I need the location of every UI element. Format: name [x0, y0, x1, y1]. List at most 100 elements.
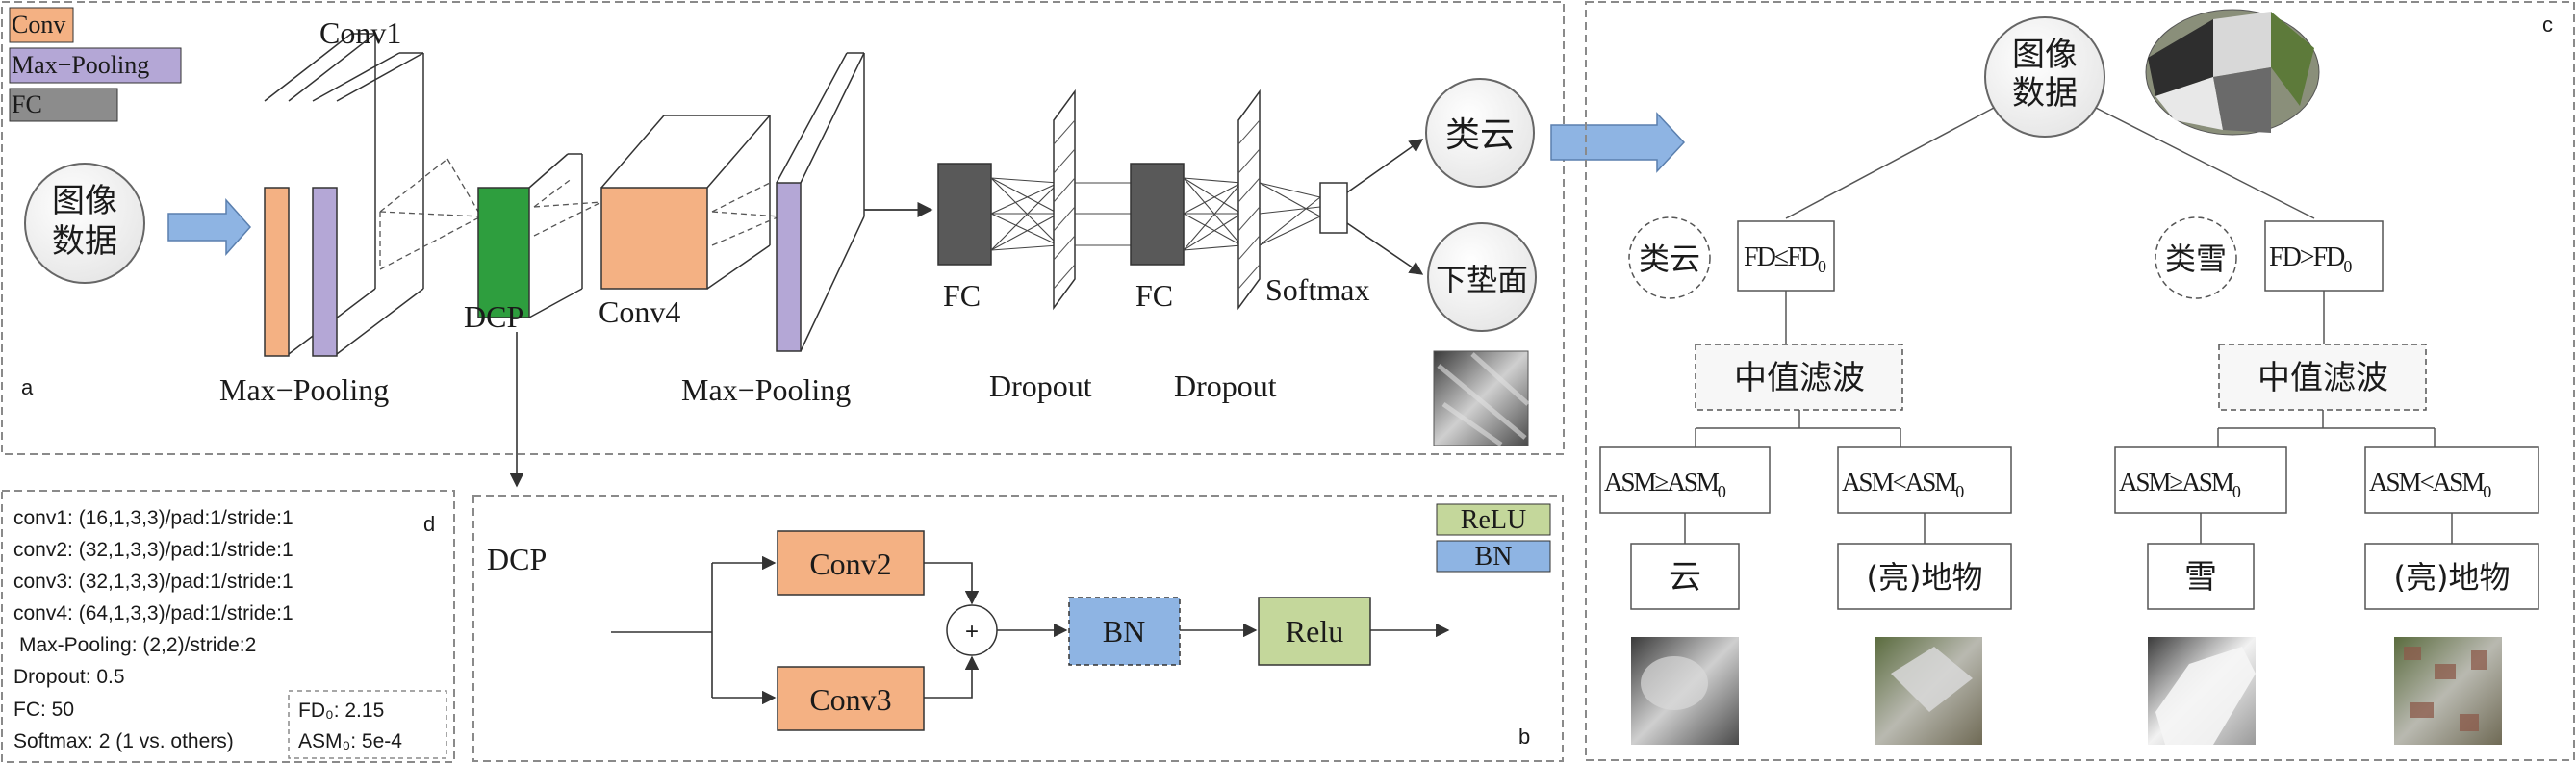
- mosaic-tile-1: [2148, 19, 2213, 96]
- legend-bn-swatch: [1436, 540, 1551, 573]
- conv3-to-sum-line: [924, 655, 980, 699]
- asm-lt-box-right: [2364, 446, 2539, 514]
- conv2-label: Conv2: [809, 547, 891, 581]
- asm0-value: ASM₀: 5e-4: [298, 730, 402, 752]
- asm-ge-left-main: ASM≥ASM: [1604, 468, 1720, 497]
- fc1-layer: [937, 163, 992, 266]
- conv4-pool-projection: [711, 182, 780, 246]
- maxpool1-label: Max−Pooling: [219, 372, 389, 407]
- asm-lt-right-main: ASM<ASM: [2369, 468, 2485, 497]
- panel-c-label: c: [2542, 13, 2553, 37]
- fc2-label: FC: [1135, 278, 1173, 313]
- right-class-node: [2155, 216, 2237, 299]
- output-cloud-node: [1425, 78, 1535, 188]
- left-fd-sub: 0: [1818, 257, 1826, 276]
- leaf-bright-ground-left: [1837, 543, 2012, 610]
- sum-symbol: +: [965, 619, 979, 645]
- panel-c-border: [1585, 1, 2575, 761]
- dropout1-hatch: [1053, 119, 1076, 290]
- right-fd-condition: [2264, 220, 2384, 292]
- leaf-cloud: [1630, 543, 1740, 610]
- asm-lt-right-text: ASM<ASM0: [2369, 468, 2491, 501]
- left-median-filter: [1695, 344, 1903, 411]
- panel-a: a Conv Max−Pooling FC 图像 数据 Conv1 Max−Po…: [1, 1, 1686, 488]
- fc1-label: FC: [943, 278, 981, 313]
- output-cloud-label: 类云: [1445, 115, 1515, 155]
- relu-label: Relu: [1286, 614, 1343, 649]
- cloud-sample-puff: [1641, 656, 1708, 710]
- asm-ge-box-right: [2114, 446, 2287, 514]
- ground-right-buildings: [2404, 647, 2487, 731]
- root-to-right-edge: [2095, 107, 2315, 219]
- dropout2-label: Dropout: [1174, 369, 1277, 403]
- panel-b: b DCP ReLU BN Conv2 Conv3 + BN Relu: [472, 495, 1564, 762]
- panel-d: d conv1: (16,1,3,3)/pad:1/stride:1 conv2…: [1, 490, 455, 763]
- dropout2-softmax-connections: [1259, 182, 1321, 246]
- asm-ge-box-left: [1599, 446, 1771, 514]
- param-line-1: conv1: (16,1,3,3)/pad:1/stride:1: [13, 507, 293, 529]
- param-line-8: Softmax: 2 (1 vs. others): [13, 730, 234, 752]
- asm-lt-right-sub: 0: [2483, 482, 2491, 501]
- leaf-snow: [2147, 543, 2255, 610]
- dcp-layer: [477, 187, 530, 318]
- output-surface-label: 下垫面: [1436, 262, 1528, 298]
- pool2-volume: [776, 52, 865, 352]
- legend-relu-label: ReLU: [1461, 505, 1526, 535]
- ground-left-roof: [1891, 647, 1973, 712]
- leaf-bright-ground-right-label: (亮)地物: [2394, 559, 2511, 596]
- mosaic-tile-3: [2271, 12, 2314, 106]
- right-fd-sub: 0: [2343, 257, 2352, 276]
- fc2-layer: [1130, 163, 1185, 266]
- param-line-5: Max-Pooling: (2,2)/stride:2: [19, 634, 256, 656]
- asm-ge-left-text: ASM≥ASM0: [1604, 468, 1726, 501]
- input-line1: 图像: [52, 182, 117, 220]
- leaf-bright-ground-right: [2364, 543, 2539, 610]
- conv4-layer: [600, 187, 708, 290]
- panel-d-label: d: [423, 512, 435, 536]
- left-filter-branches: [1695, 410, 1901, 447]
- panel-a-border: [1, 1, 1565, 455]
- conv4-label: Conv4: [599, 294, 680, 329]
- dcp-conv4-projection: [533, 177, 602, 237]
- panel-b-border: [472, 495, 1564, 762]
- root-line2: 数据: [2012, 74, 2078, 113]
- left-fd-main: FD≤FD: [1744, 242, 1820, 272]
- dropout2-hatch: [1237, 119, 1261, 290]
- right-class-label: 类雪: [2165, 241, 2227, 277]
- maxpool2-label: Max−Pooling: [681, 372, 851, 407]
- asm-lt-left-main: ASM<ASM: [1842, 468, 1957, 497]
- param-line-6: Dropout: 0.5: [13, 666, 125, 688]
- legend-pool-label: Max−Pooling: [12, 51, 149, 79]
- legend-conv-label: Conv: [12, 11, 65, 38]
- legend-conv-swatch: [9, 7, 74, 43]
- left-class-node: [1628, 216, 1711, 299]
- bn-label: BN: [1103, 614, 1145, 649]
- legend-relu-swatch: [1436, 503, 1551, 536]
- conv1-label: Conv1: [319, 15, 401, 50]
- legend-fc-swatch: [9, 88, 118, 122]
- softmax-to-surface-arrow: [1346, 222, 1424, 275]
- pool2-layer: [776, 182, 802, 352]
- conv3-label: Conv3: [809, 682, 891, 717]
- softmax-label: Softmax: [1265, 272, 1369, 307]
- dcp-branch-lines: [611, 563, 713, 698]
- mosaic-tile-5: [2213, 67, 2271, 133]
- input-line2: 数据: [52, 222, 117, 261]
- input-image-data-node: [24, 163, 145, 284]
- param-line-2: conv2: (32,1,3,3)/pad:1/stride:1: [13, 539, 293, 561]
- dcp-volume: [528, 153, 583, 318]
- asm-lt-box-left: [1837, 446, 2012, 514]
- fc1-dropout1-connections: [990, 177, 1059, 251]
- panel-b-title: DCP: [487, 542, 547, 576]
- param-line-7: FC: 50: [13, 699, 74, 721]
- param-line-3: conv3: (32,1,3,3)/pad:1/stride:1: [13, 571, 293, 593]
- conv1-conv-layer: [264, 187, 290, 357]
- conv2-block: [777, 530, 925, 596]
- dropout1-fc2-connections: [1075, 182, 1131, 246]
- legend-fc-label: FC: [12, 90, 42, 118]
- panel-d-border: [1, 490, 455, 763]
- asm-ge-left-sub: 0: [1718, 482, 1726, 501]
- input-block-arrow: [167, 198, 252, 256]
- left-fd-condition: [1737, 220, 1835, 292]
- dcp-label: DCP: [464, 299, 523, 334]
